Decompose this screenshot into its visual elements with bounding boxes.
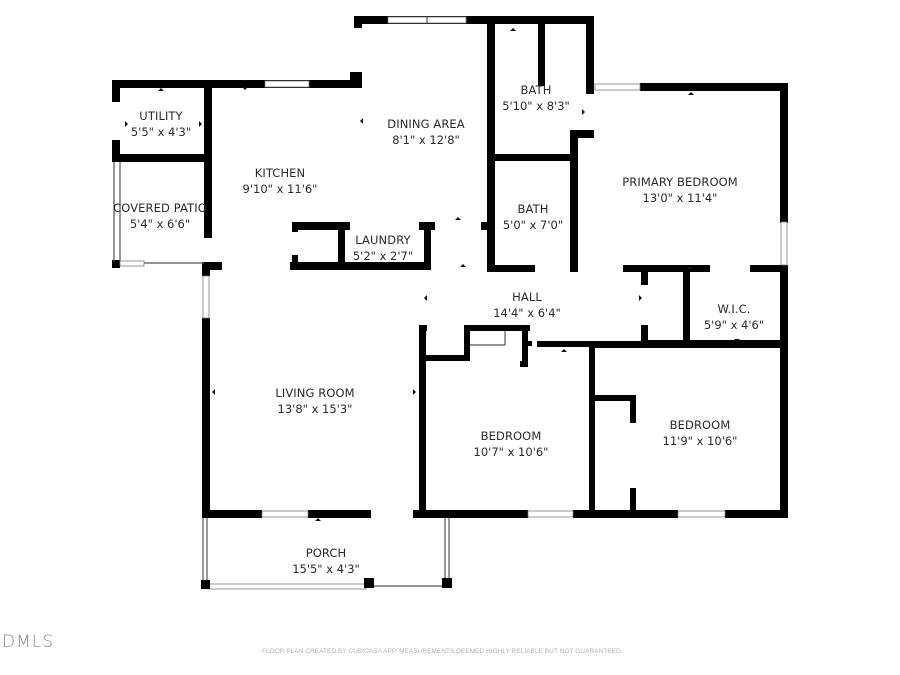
room-name: LAUNDRY (355, 233, 411, 247)
room-dimensions: 5'4" x 6'6" (129, 217, 191, 231)
room-name: DINING AREA (387, 117, 465, 131)
walls (112, 16, 788, 518)
room-name: LIVING ROOM (275, 386, 355, 400)
room-name: BEDROOM (480, 429, 542, 443)
room-name: PRIMARY BEDROOM (622, 175, 738, 189)
room-wic: W.I.C. 5'9" x 4'6" (704, 301, 764, 333)
room-dimensions: 5'9" x 4'6" (703, 318, 765, 332)
room-name: BATH (520, 83, 552, 97)
room-dimensions: 13'0" x 11'4" (642, 191, 718, 205)
dmls-logo: DMLS (2, 632, 55, 652)
room-name: W.I.C. (717, 302, 751, 316)
room-dimensions: 13'8" x 15'3" (277, 402, 353, 416)
room-name: COVERED PATIO (113, 201, 207, 215)
room-dimensions: 5'2" x 2'7" (352, 249, 414, 263)
room-dimensions: 11'9" x 10'6" (662, 434, 738, 448)
thin-lines (113, 162, 506, 590)
room-name: PORCH (305, 546, 347, 560)
room-bath-1: BATH 5'10" x 8'3" (502, 82, 570, 114)
room-porch: PORCH 15'5" x 4'3" (292, 545, 360, 577)
room-dimensions: 14'4" x 6'4" (493, 306, 561, 320)
room-name: HALL (512, 290, 542, 304)
room-dimensions: 10'7" x 10'6" (473, 445, 549, 459)
room-name: BATH (517, 202, 549, 216)
disclaimer-text: FLOOR PLAN CREATED BY CUBICASA APP. MEAS… (262, 648, 623, 655)
room-dimensions: 5'0" x 7'0" (502, 218, 564, 232)
room-kitchen: KITCHEN 9'10" x 11'6" (243, 165, 318, 197)
room-dimensions: 5'5" x 4'3" (130, 125, 192, 139)
room-name: BEDROOM (669, 418, 731, 432)
room-utility: UTILITY 5'5" x 4'3" (131, 108, 191, 140)
room-name: UTILITY (139, 109, 183, 123)
room-bedroom-1: BEDROOM 10'7" x 10'6" (474, 428, 549, 460)
room-primary-bedroom: PRIMARY BEDROOM 13'0" x 11'4" (622, 174, 738, 206)
windows (202, 16, 788, 518)
room-dimensions: 5'10" x 8'3" (502, 99, 570, 113)
room-name: KITCHEN (254, 166, 306, 180)
room-living-room: LIVING ROOM 13'8" x 15'3" (275, 385, 354, 417)
room-dimensions: 9'10" x 11'6" (242, 182, 318, 196)
room-dimensions: 15'5" x 4'3" (292, 562, 360, 576)
room-laundry: LAUNDRY 5'2" x 2'7" (353, 232, 413, 264)
dimension-ticks (125, 28, 740, 521)
room-dimensions: 8'1" x 12'8" (392, 133, 460, 147)
room-bedroom-2: BEDROOM 11'9" x 10'6" (663, 417, 738, 449)
room-bath-2: BATH 5'0" x 7'0" (503, 201, 563, 233)
room-hall: HALL 14'4" x 6'4" (493, 289, 561, 321)
room-dining-area: DINING AREA 8'1" x 12'8" (387, 116, 465, 148)
room-covered-patio: COVERED PATIO 5'4" x 6'6" (113, 200, 207, 232)
